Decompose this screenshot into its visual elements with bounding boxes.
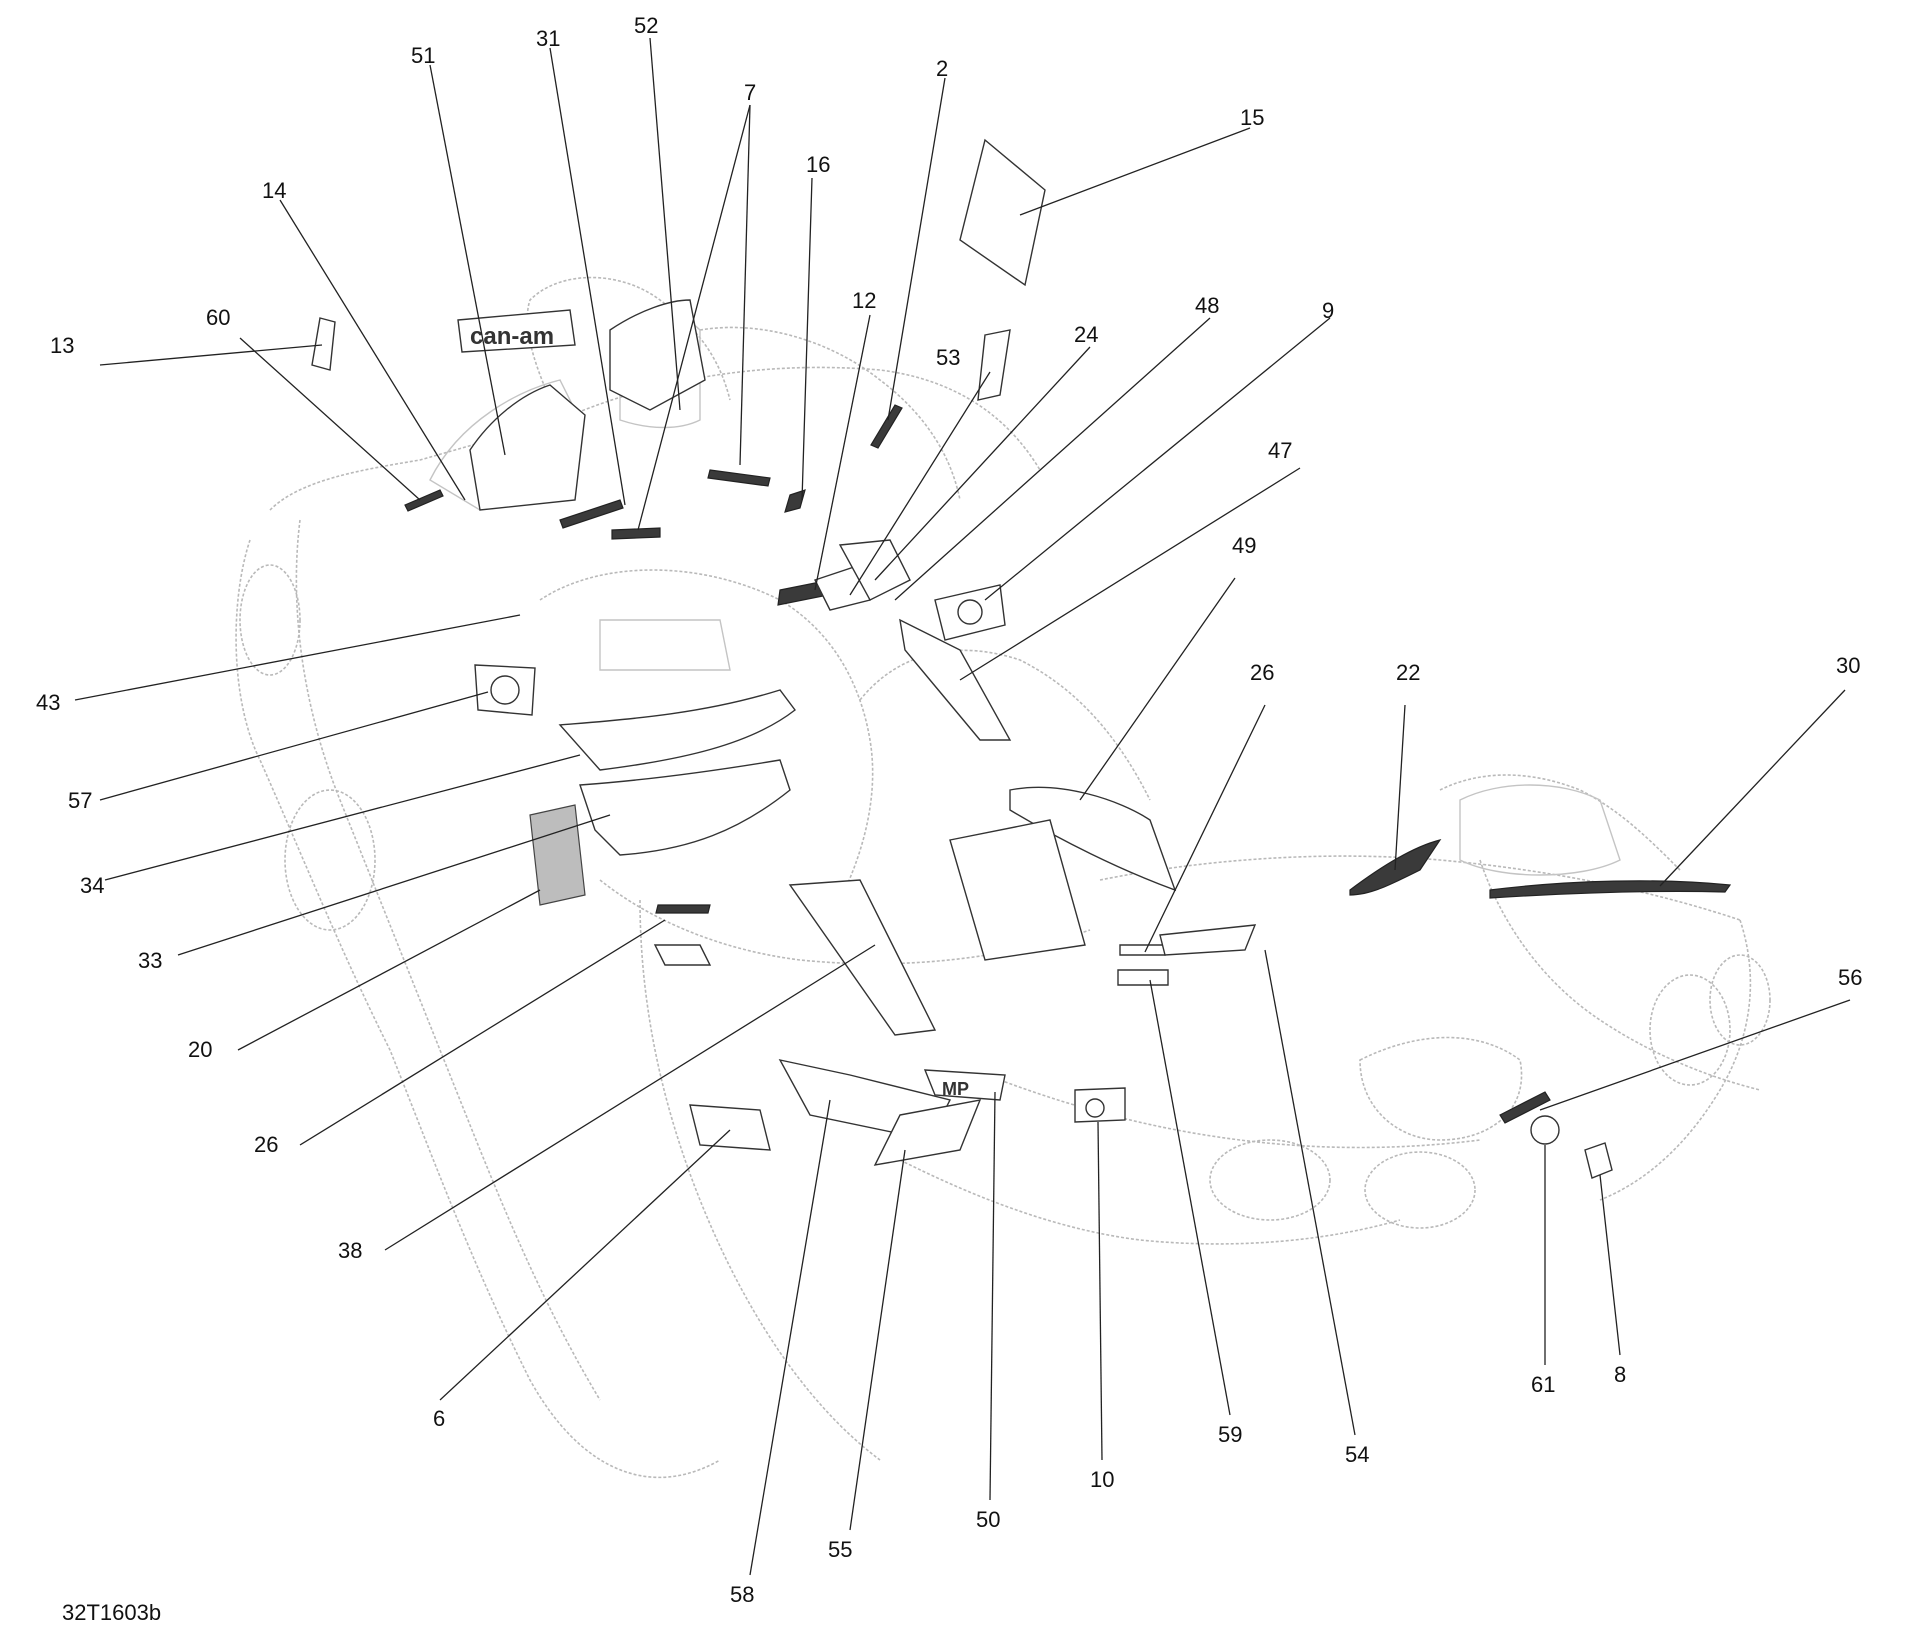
decal-38	[788, 879, 937, 1036]
decal-26a	[1119, 944, 1166, 956]
decal-7b	[707, 469, 771, 487]
decal-50-mp: MP	[923, 1069, 1006, 1101]
leader-lines	[74, 37, 1851, 1576]
callout-9: 9	[1322, 298, 1334, 323]
decal-51	[469, 384, 586, 511]
decal-24	[977, 329, 1011, 401]
callout-57: 57	[68, 788, 92, 813]
callout-labels: 51 31 52 2 15 16 14 12 7 24 48 9 60 53 1…	[36, 13, 1862, 1607]
callout-16: 16	[806, 152, 830, 177]
callout-55: 55	[828, 1537, 852, 1562]
decal-7a	[611, 527, 661, 540]
decal-34	[558, 689, 796, 771]
callout-38: 38	[338, 1238, 362, 1263]
callout-53: 53	[936, 345, 960, 370]
decal-13	[311, 317, 336, 371]
decal-47	[899, 618, 1012, 741]
callout-30: 30	[1836, 653, 1860, 678]
callout-14: 14	[262, 178, 286, 203]
decal-43-logo: can-am	[457, 309, 576, 353]
callout-34: 34	[80, 873, 104, 898]
callout-6: 6	[433, 1406, 445, 1431]
callout-26-top: 26	[1250, 660, 1274, 685]
decal-61	[1530, 1115, 1560, 1145]
callout-56: 56	[1838, 965, 1862, 990]
callout-31: 31	[536, 26, 560, 51]
decal-55	[873, 1099, 982, 1166]
callout-2: 2	[936, 56, 948, 81]
callout-24: 24	[1074, 322, 1098, 347]
callout-26-left: 26	[254, 1132, 278, 1157]
callout-58: 58	[730, 1582, 754, 1607]
decal-15	[959, 138, 1046, 287]
vehicle-body-outline	[235, 276, 1771, 1479]
callout-12: 12	[852, 288, 876, 313]
part-8-clip	[1584, 1142, 1613, 1179]
callout-49: 49	[1232, 533, 1256, 558]
callout-51: 51	[411, 43, 435, 68]
figure-code: 32T1603b	[62, 1600, 162, 1625]
decal-26b-pad	[653, 944, 712, 966]
decal-56	[1499, 1091, 1551, 1124]
callout-33: 33	[138, 948, 162, 973]
decal-26b	[655, 904, 711, 914]
callout-48: 48	[1195, 293, 1219, 318]
decal-16	[784, 489, 806, 513]
callout-8: 8	[1614, 1362, 1626, 1387]
decal-2	[870, 404, 903, 449]
callout-22: 22	[1396, 660, 1420, 685]
decal-6	[689, 1104, 771, 1151]
decal-30	[1489, 880, 1732, 899]
decals: can-am MP	[311, 138, 1732, 1179]
callout-54: 54	[1345, 1442, 1369, 1467]
callout-7: 7	[744, 80, 756, 105]
panel-logo-mp-text: MP	[942, 1079, 969, 1099]
decal-20	[529, 804, 586, 906]
callout-47: 47	[1268, 438, 1292, 463]
callout-43: 43	[36, 690, 60, 715]
decal-60	[404, 489, 444, 512]
decal-33	[579, 759, 791, 856]
decal-31	[559, 499, 624, 529]
decal-instrument	[949, 819, 1086, 961]
callout-10: 10	[1090, 1467, 1114, 1492]
callout-20: 20	[188, 1037, 212, 1062]
callout-52: 52	[634, 13, 658, 38]
callout-60: 60	[206, 305, 230, 330]
callout-15: 15	[1240, 105, 1264, 130]
decal-59	[1117, 969, 1169, 986]
callout-61: 61	[1531, 1372, 1555, 1397]
decal-52	[609, 299, 706, 411]
decal-48	[838, 539, 911, 601]
decal-54	[1159, 924, 1257, 956]
callout-50: 50	[976, 1507, 1000, 1532]
callout-59: 59	[1218, 1422, 1242, 1447]
callout-13: 13	[50, 333, 74, 358]
